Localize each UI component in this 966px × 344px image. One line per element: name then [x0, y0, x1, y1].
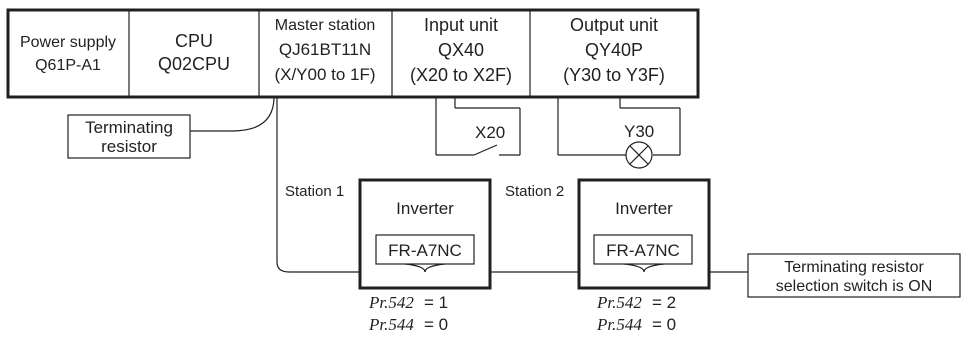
cable-clamp-1: [404, 263, 446, 273]
terminating-resistor-lead: [190, 96, 275, 132]
x20-contact-label: X20: [475, 123, 505, 142]
cc-link-bus-cable: [276, 97, 748, 273]
output-unit-model: QY40P: [585, 40, 643, 60]
option-unit-2-label: FR-A7NC: [606, 241, 680, 260]
terminating-resistor-box: [67, 114, 191, 159]
option-unit-1-label: FR-A7NC: [388, 241, 462, 260]
station-1-label: Station 1: [285, 183, 344, 200]
y30-lamp-icon: [629, 145, 649, 165]
master-station-model: QJ61BT11N: [279, 40, 371, 59]
power-supply-model: Q61P-A1: [35, 57, 101, 74]
inverter-1-label: Inverter: [396, 199, 454, 218]
x20-switch-contact: [473, 144, 498, 156]
station-2-param-544-name: Pr.544: [596, 315, 642, 334]
master-station-label: Master station: [275, 17, 375, 34]
master-station-range: (X/Y00 to 1F): [274, 65, 375, 84]
cable-clamp-2: [623, 263, 665, 273]
input-unit-range: (X20 to X2F): [410, 65, 512, 85]
input-unit-model: QX40: [438, 40, 484, 60]
terminating-switch-note: Terminating resistor: [784, 259, 924, 276]
option-unit-box-2: [593, 234, 693, 265]
station-2-param-542-value: = 2: [652, 293, 676, 312]
terminating-resistor-label: resistor: [101, 137, 157, 156]
power-supply-label: Power supply: [20, 34, 116, 51]
output-unit-range: (Y30 to Y3F): [563, 65, 665, 85]
station-1-param-544-value: = 0: [424, 315, 448, 334]
station-2-label: Station 2: [505, 183, 564, 200]
station-1-param-542-value: = 1: [424, 293, 448, 312]
cpu-label: CPU: [175, 31, 213, 51]
input-unit-label: Input unit: [424, 15, 498, 35]
terminating-switch-note: selection switch is ON: [776, 278, 933, 295]
output-unit-label: Output unit: [570, 15, 658, 35]
station-2-param-544-value: = 0: [652, 315, 676, 334]
inverter-2-label: Inverter: [615, 199, 673, 218]
terminating-switch-note-box: [747, 253, 961, 298]
plc-rack-frame: [6, 8, 700, 99]
station-1-param-544-name: Pr.544: [368, 315, 414, 334]
station-2-param-542-name: Pr.542: [596, 293, 642, 312]
cpu-model: Q02CPU: [158, 54, 230, 74]
terminating-resistor-label: Terminating: [85, 118, 173, 137]
station-1-param-542-name: Pr.542: [368, 293, 414, 312]
y30-lamp-label: Y30: [624, 122, 654, 141]
option-unit-box-1: [375, 234, 475, 265]
